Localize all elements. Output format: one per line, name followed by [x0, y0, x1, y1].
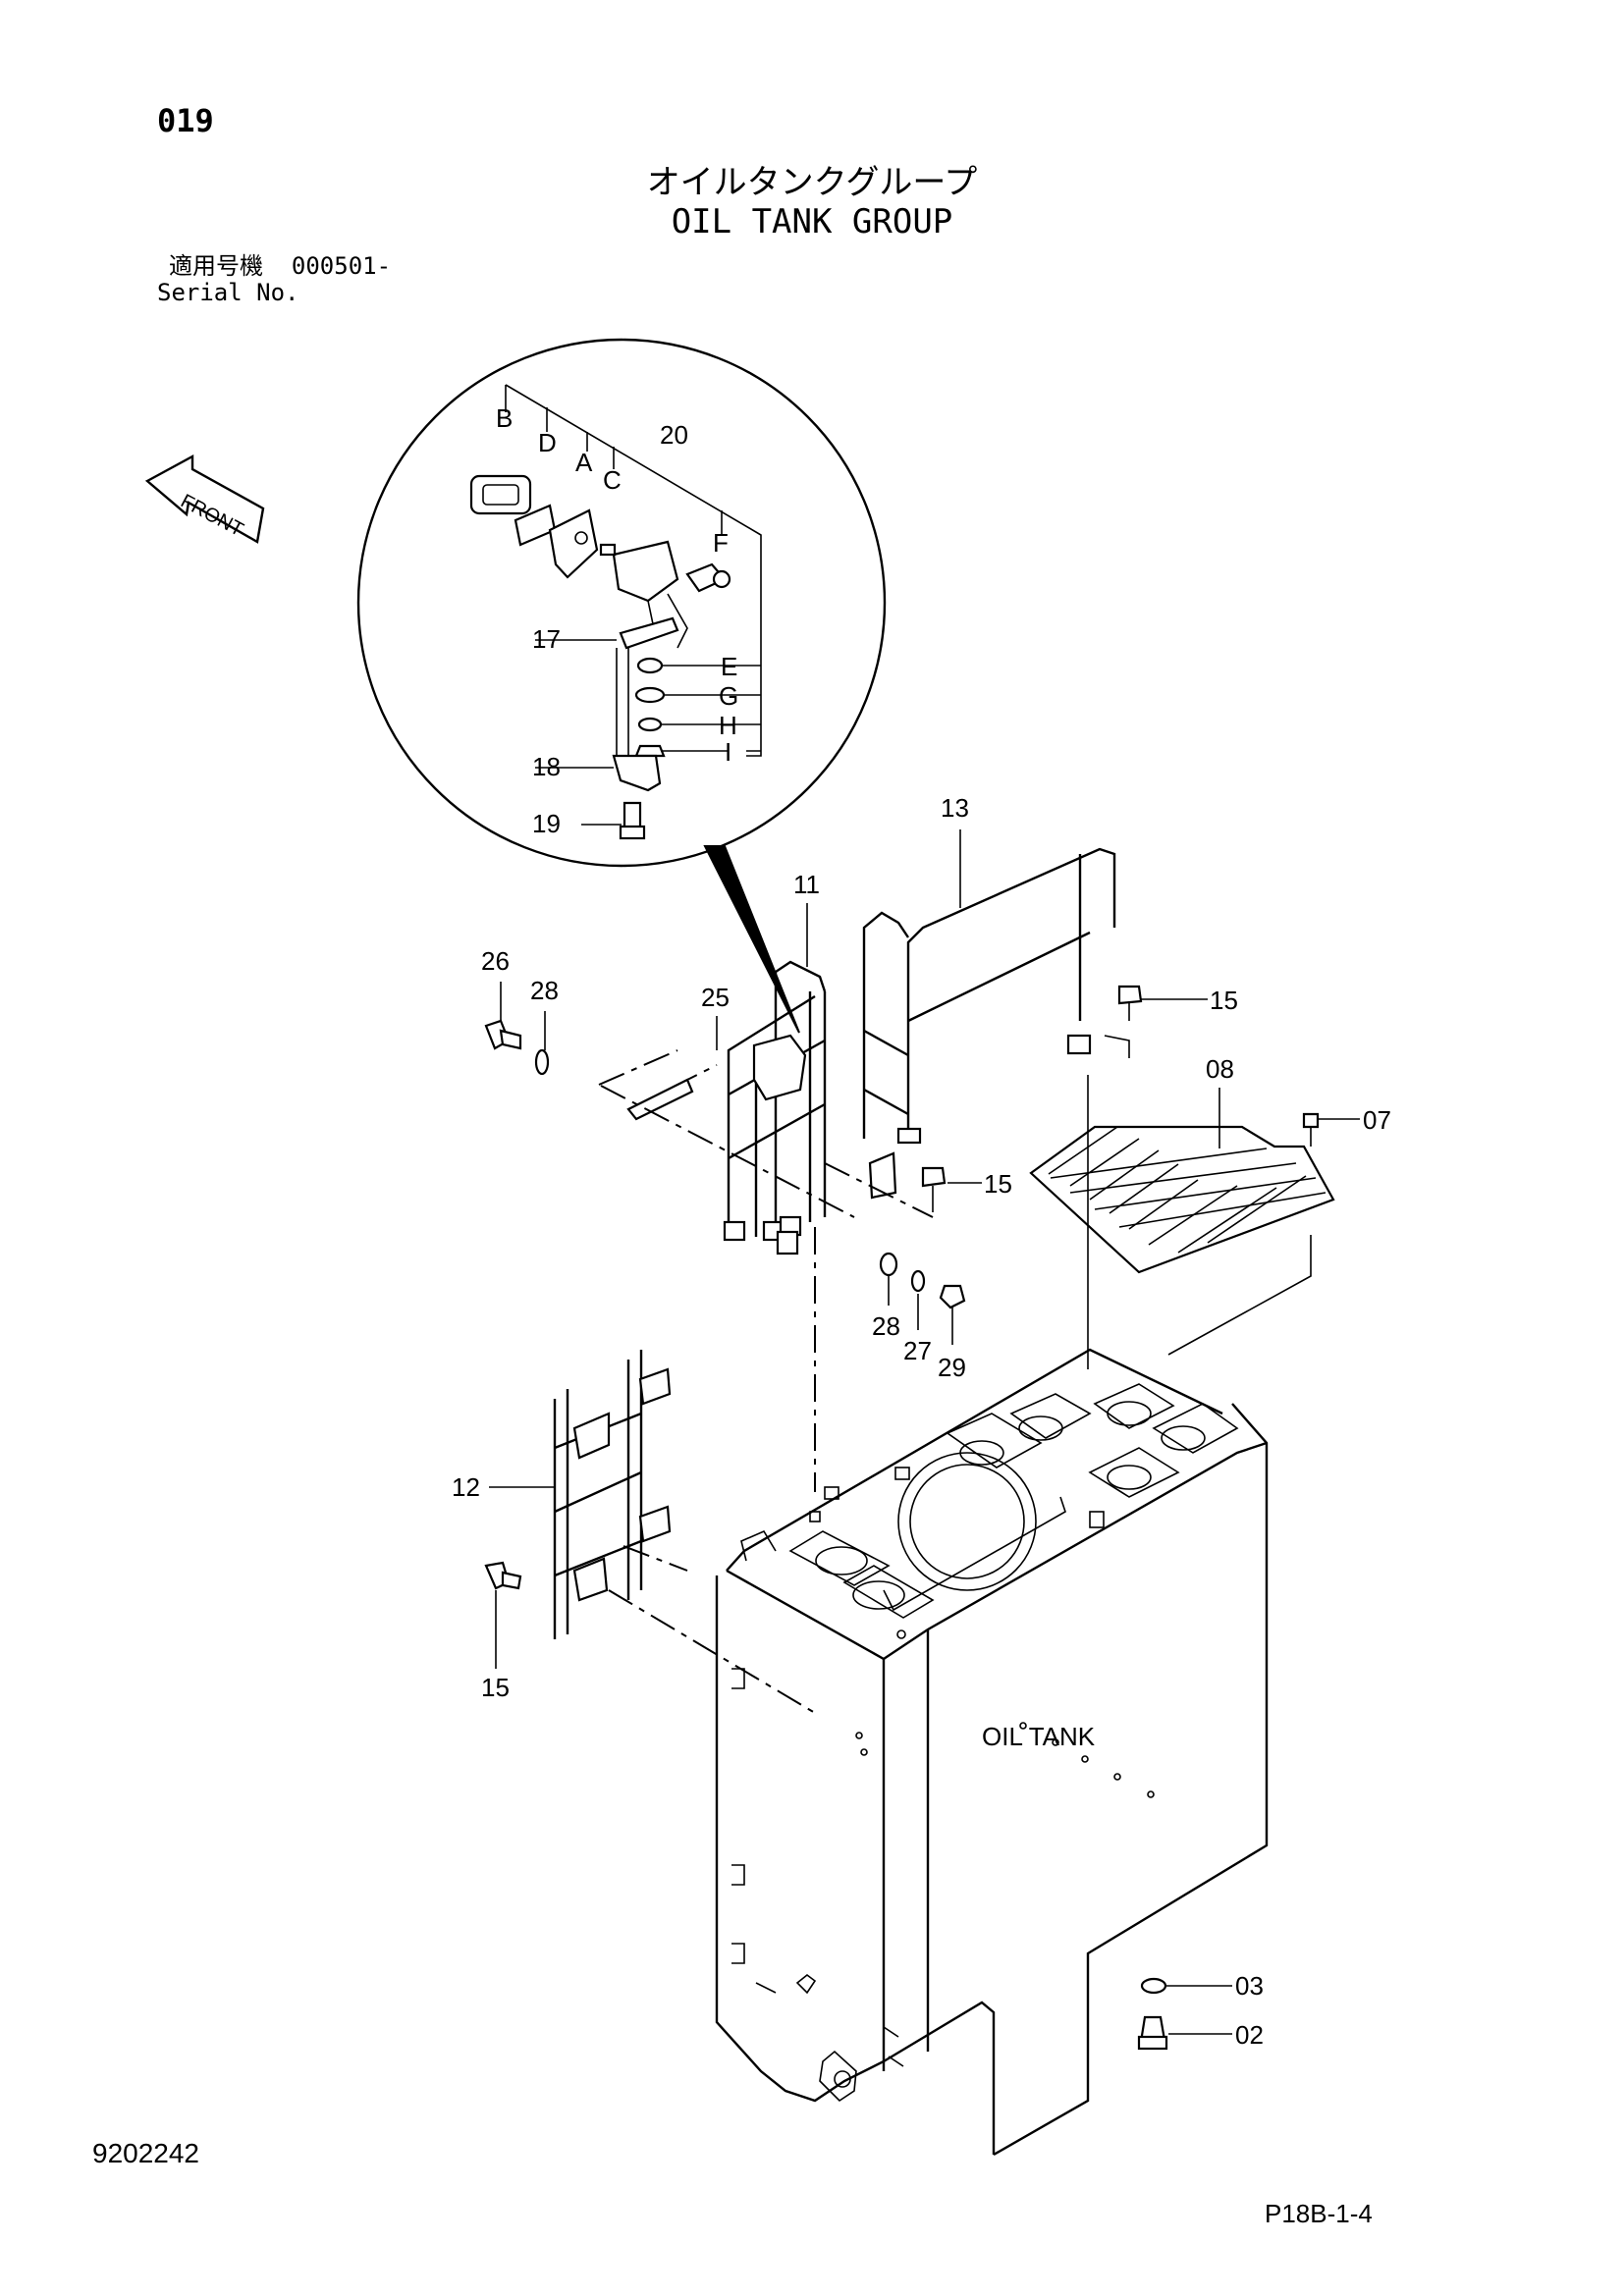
callout-19: 19: [532, 809, 561, 838]
title-english: OIL TANK GROUP: [671, 202, 953, 241]
bolt-15-top: [1117, 985, 1143, 1005]
callout-18: 18: [532, 752, 561, 781]
handrail-13: [862, 847, 1130, 1145]
serial-line: 適用号機 000501-: [169, 253, 391, 279]
part-B-grommet: [469, 474, 532, 515]
callout-11: 11: [793, 870, 820, 899]
callout-E: E: [721, 652, 737, 681]
callout-A: A: [575, 448, 593, 477]
washer-28b: [879, 1252, 898, 1277]
callout-D: D: [538, 428, 557, 457]
callout-12: 12: [452, 1472, 480, 1502]
callout-26: 26: [481, 946, 510, 976]
ladder-12: [484, 1350, 672, 1639]
detail-circle: [356, 338, 887, 1034]
part-I-nut: [634, 744, 666, 758]
callout-20: 20: [660, 420, 688, 450]
callout-08: 08: [1206, 1054, 1234, 1084]
part-18-clamp: [612, 754, 662, 792]
callout-25: 25: [701, 983, 730, 1012]
part-G-washer: [634, 686, 666, 704]
callout-H: H: [719, 711, 737, 740]
callout-15-mid: 15: [984, 1169, 1012, 1199]
callout-28-top: 28: [530, 976, 559, 1005]
part-A-bracket: [548, 508, 599, 579]
serial-value: 000501-: [291, 252, 392, 280]
callout-C: C: [603, 465, 622, 495]
nut-29: [939, 1284, 966, 1309]
callout-I: I: [725, 737, 731, 767]
callout-17: 17: [532, 624, 561, 654]
callout-15-top: 15: [1210, 986, 1238, 1015]
alarm-box: [752, 1034, 807, 1101]
callout-13: 13: [941, 793, 969, 823]
washer-28: [534, 1048, 550, 1076]
part-C-switch: [612, 540, 679, 603]
callout-B: B: [496, 403, 513, 433]
callout-27: 27: [903, 1336, 932, 1365]
callout-07: 07: [1363, 1105, 1391, 1135]
callout-02: 02: [1235, 2020, 1264, 2050]
callout-29: 29: [938, 1353, 966, 1382]
page-number: 019: [157, 102, 214, 139]
callout-03: 03: [1235, 1971, 1264, 2001]
washer-27: [910, 1269, 926, 1293]
serial-label-jp: 適用号機: [169, 252, 263, 280]
serial-label-en: Serial No.: [157, 279, 299, 306]
part-H-washer: [637, 717, 663, 732]
callout-G: G: [719, 681, 738, 711]
grating-08: [1029, 1112, 1335, 1274]
part-17-plate: [619, 616, 679, 650]
callout-28-mid: 28: [872, 1311, 900, 1341]
washer-03: [1140, 1977, 1167, 1995]
tank-label: OIL TANK: [982, 1722, 1096, 1751]
ladder-11: [723, 960, 897, 1255]
callout-F: F: [713, 528, 729, 558]
bolt-15-mid: [921, 1166, 947, 1188]
front-arrow: FRONT: [144, 454, 265, 544]
document-number: 9202242: [92, 2138, 200, 2168]
bolt-07: [1302, 1112, 1320, 1129]
title-japanese: オイルタンクグループ: [646, 163, 978, 202]
part-E-nut: [636, 657, 664, 674]
oil-tank: [715, 1348, 1269, 2157]
callout-15-left: 15: [481, 1673, 510, 1702]
reference-number: P18B-1-4: [1265, 2199, 1373, 2228]
